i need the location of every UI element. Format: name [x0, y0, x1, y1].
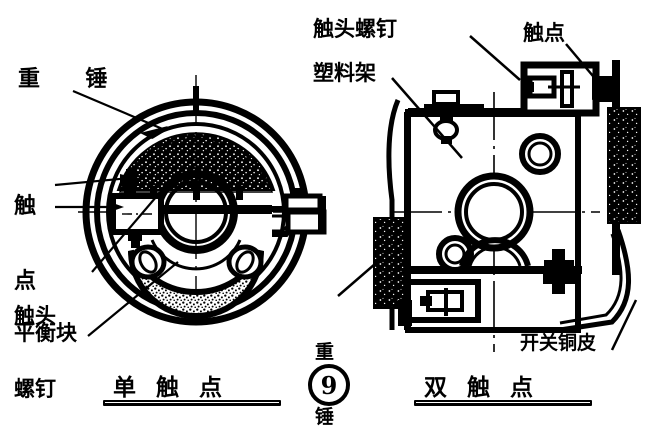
left-label-balance-block: 平衡块 [14, 321, 77, 345]
right-label-contact-point: 触点 [523, 21, 565, 45]
left-breaker-plate [78, 75, 327, 326]
left-leader-lines [54, 89, 179, 337]
right-label-weight-line2: 锤 [315, 406, 335, 429]
left-caption-rule [103, 400, 281, 406]
left-label-contact-point-line1: 触 [14, 193, 37, 219]
left-label-contact-screw-line1: 触头 [14, 304, 56, 329]
right-label-plastic-frame: 塑料架 [313, 61, 376, 85]
right-breaker-assembly [373, 60, 641, 352]
right-caption-double-contact: 双 触 点 [424, 375, 540, 401]
figure-number-badge: 9 [308, 364, 350, 406]
left-label-contact-point: 触 点 [14, 143, 45, 345]
right-label-weight: 重 锤 [315, 298, 341, 433]
left-label-contact-screw: 触头 螺钉 [14, 256, 56, 433]
left-label-weight: 重 锤 [18, 67, 118, 92]
left-caption-single-contact: 单 触 点 [113, 375, 229, 401]
right-caption-rule [414, 400, 592, 406]
left-label-contact-screw-line2: 螺钉 [14, 376, 56, 401]
right-label-weight-line1: 重 [315, 340, 335, 363]
right-label-switch-copper-strip: 开关铜皮 [520, 332, 597, 354]
left-label-contact-point-line2: 点 [14, 269, 37, 295]
right-leader-lines [337, 35, 638, 351]
right-label-contact-screw: 触头螺钉 [313, 17, 397, 41]
